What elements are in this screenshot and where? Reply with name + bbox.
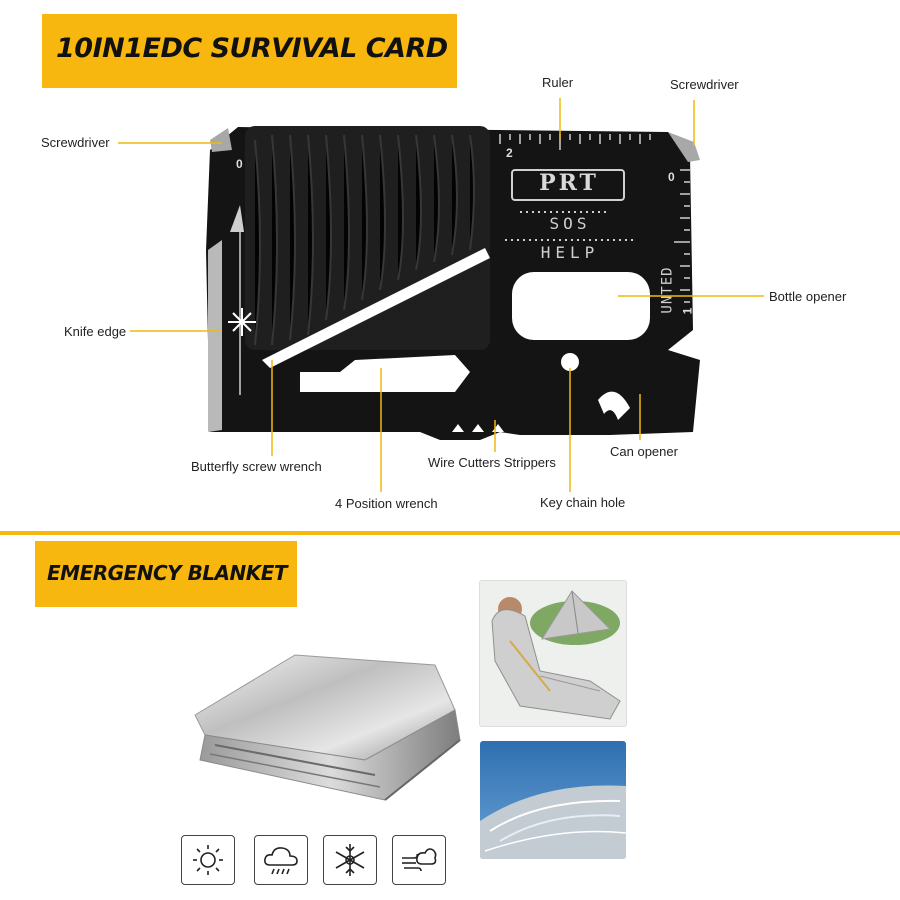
label-screwdriver-right: Screwdriver (670, 77, 739, 92)
emergency-blanket-title: EMERGENCY BLANKET (47, 561, 288, 585)
label-knife-edge: Knife edge (64, 324, 127, 339)
rain-cloud-icon (254, 835, 308, 885)
label-can-opener: Can opener (610, 444, 678, 459)
ruler-left-number: 0 (236, 157, 243, 171)
label-four-position-wrench: 4 Position wrench (335, 496, 438, 511)
screwdriver-tip-right (668, 132, 700, 162)
label-screwdriver-left: Screwdriver (41, 135, 110, 150)
survival-card-image (206, 126, 700, 440)
knife-edge (208, 240, 222, 432)
person-in-blanket-photo (479, 580, 627, 727)
can-opener (598, 391, 630, 420)
wind-cloud-icon (392, 835, 446, 885)
screwdriver-tip-left (210, 128, 232, 152)
ruler-top-number: 2 (506, 146, 513, 160)
card-help-text: HELP (540, 243, 600, 262)
key-chain-hole (561, 353, 579, 371)
emergency-blanket-banner: EMERGENCY BLANKET (35, 541, 297, 607)
ruler-right-number: 0 (668, 170, 675, 184)
sun-icon (181, 835, 235, 885)
survival-card-banner: 10IN1EDC SURVIVAL CARD (42, 14, 457, 88)
snowflake-icon (323, 835, 377, 885)
label-ruler: Ruler (542, 75, 574, 90)
brand-badge (511, 169, 625, 201)
survival-card-title: 10IN1EDC SURVIVAL CARD (56, 33, 448, 64)
four-position-wrench (300, 355, 470, 392)
folded-blanket-image (194, 654, 461, 801)
card-sos-text: SOS (549, 214, 591, 233)
label-bottle-opener: Bottle opener (769, 289, 847, 304)
blanket-sky-photo (480, 741, 626, 859)
callout-lines (118, 98, 764, 492)
label-wire-cutters: Wire Cutters Strippers (428, 455, 556, 470)
label-butterfly-wrench: Butterfly screw wrench (191, 459, 322, 474)
bottle-opener (512, 272, 650, 340)
card-brand: PRT (539, 170, 599, 196)
section-divider (0, 531, 900, 535)
label-key-chain-hole: Key chain hole (540, 495, 626, 510)
